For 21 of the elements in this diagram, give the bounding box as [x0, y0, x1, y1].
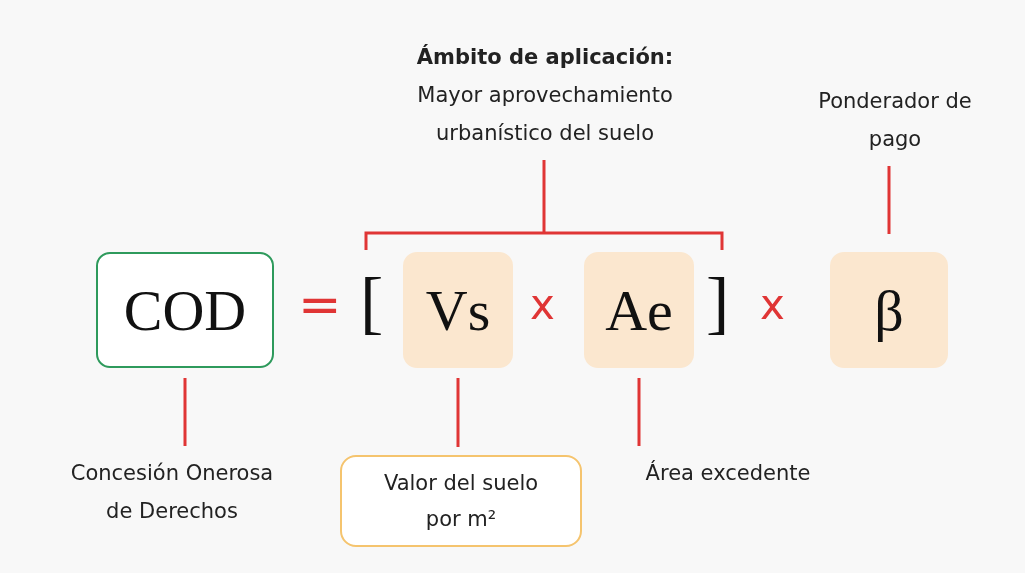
- bracket-sign: [: [360, 268, 384, 338]
- annotation-text: Ponderador de pago: [790, 82, 1000, 158]
- leader-line: [887, 166, 891, 234]
- annotation-text: Concesión Onerosa de Derechos: [62, 454, 282, 530]
- equals-sign: =: [298, 278, 342, 330]
- variable-box: COD: [96, 252, 274, 368]
- bracket-sign: ]: [706, 268, 730, 338]
- heading-text: Ámbito de aplicación:: [415, 43, 675, 71]
- leader-line: [637, 378, 641, 446]
- annotation-text: Área excedente: [610, 454, 846, 492]
- variable-box: Vs: [403, 252, 513, 368]
- variable-box: Ae: [584, 252, 694, 368]
- annotation-text: Mayor aprovechamiento urbanístico del suelo: [416, 82, 674, 147]
- leader-line: [456, 378, 460, 447]
- multiply-sign: x: [530, 284, 555, 326]
- bracket: [364, 231, 724, 250]
- leader-line: [542, 160, 546, 233]
- leader-line: [183, 378, 187, 446]
- variable-box: β: [830, 252, 948, 368]
- multiply-sign: x: [760, 284, 785, 326]
- annotation-box: Valor del suelo por m²: [340, 455, 582, 547]
